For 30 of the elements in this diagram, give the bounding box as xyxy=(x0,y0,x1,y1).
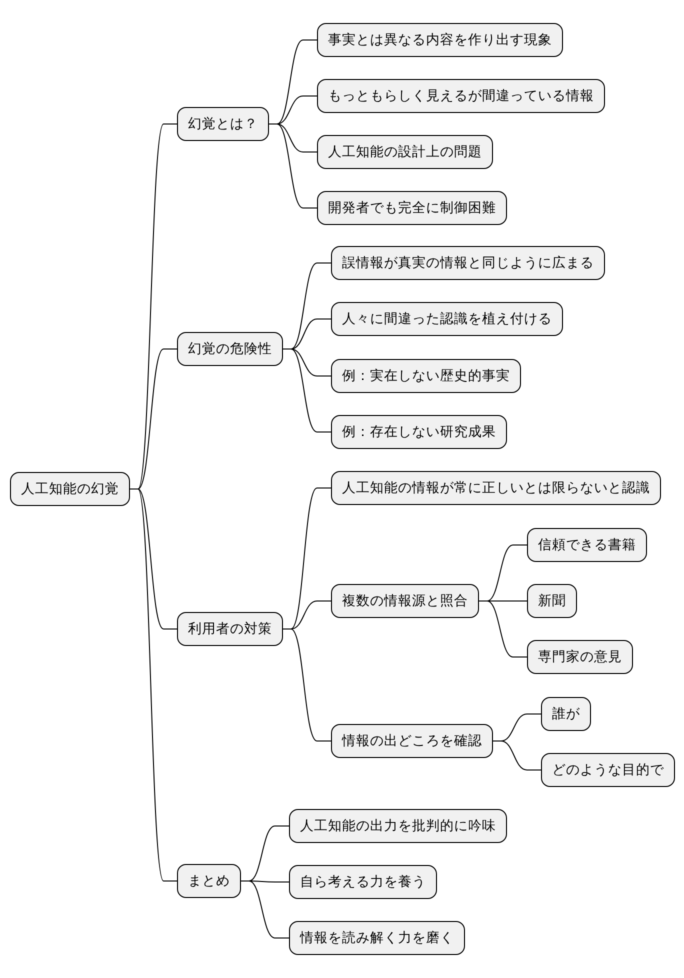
topic-box: 複数の情報源と照合 xyxy=(331,584,479,618)
topic-box: 開発者でも完全に制御困難 xyxy=(317,191,507,225)
connector-line xyxy=(282,348,332,432)
topic-box: 事実とは異なる内容を作り出す現象 xyxy=(317,23,563,57)
topic-box: 例：実在しない歴史的事実 xyxy=(331,359,521,393)
topic-box: まとめ xyxy=(177,864,241,898)
topic-box: どのような目的で xyxy=(541,753,675,787)
topic-box: 人工知能の情報が常に正しいとは限らないと認識 xyxy=(331,471,661,505)
topic-box: 幻覚の危険性 xyxy=(177,332,283,366)
topic-box: 例：存在しない研究成果 xyxy=(331,415,507,449)
connector-line xyxy=(478,600,528,658)
topic-box: 誤情報が真実の情報と同じように広まる xyxy=(331,246,605,280)
topic-box: 情報の出どころを確認 xyxy=(331,724,493,758)
topic-box: 人工知能の設計上の問題 xyxy=(317,135,493,169)
topic-box: 新聞 xyxy=(527,584,577,618)
connector-line xyxy=(240,880,290,938)
topic-box: 人々に間違った認識を植え付ける xyxy=(331,302,563,336)
topic-box: 専門家の意見 xyxy=(527,640,633,674)
topic-box: 幻覚とは？ xyxy=(177,107,269,141)
topic-box: 情報を読み解く力を磨く xyxy=(289,921,465,955)
topic-box: 人工知能の出力を批判的に吟味 xyxy=(289,809,507,843)
topic-box: 利用者の対策 xyxy=(177,612,283,646)
topic-box: もっともらしく見えるが間違っている情報 xyxy=(317,79,605,113)
connector-line xyxy=(492,740,542,770)
topic-box: 人工知能の幻覚 xyxy=(10,472,130,506)
connector-line xyxy=(282,628,332,742)
topic-box: 誰が xyxy=(541,697,591,731)
connector-line xyxy=(268,124,318,208)
topic-box: 信頼できる書籍 xyxy=(527,528,647,562)
topic-box: 自ら考える力を養う xyxy=(289,865,437,899)
